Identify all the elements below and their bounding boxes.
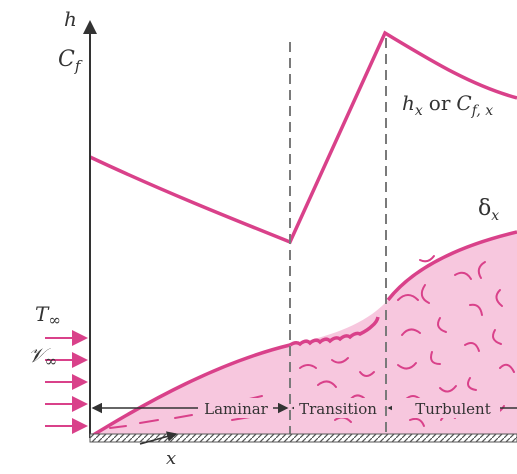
heat-transfer-coefficient-curve bbox=[89, 30, 517, 245]
turbulent-thickness-curve bbox=[386, 230, 517, 302]
boundary-layer-thickness-curve bbox=[89, 343, 291, 439]
freestream-arrows bbox=[45, 330, 88, 434]
region-label-laminar: Laminar bbox=[204, 400, 269, 418]
transition-label-bg bbox=[294, 398, 384, 418]
turbulent-label-bg bbox=[392, 398, 500, 418]
laminar-label-bg bbox=[199, 398, 272, 418]
x-direction-arrow bbox=[139, 431, 178, 445]
region-label-turbulent: Turbulent bbox=[415, 400, 490, 418]
boundary-layer-thickness-label: δx bbox=[478, 196, 499, 224]
y-axis-label-h: h bbox=[64, 7, 77, 31]
boundary-layer-fill bbox=[90, 232, 517, 437]
plate-surface bbox=[89, 433, 517, 443]
region-label-transition: Transition bbox=[299, 400, 377, 418]
transition-wavy-edge bbox=[289, 316, 380, 347]
y-axis-label-cf: Cf bbox=[58, 47, 83, 75]
x-axis-label: x bbox=[166, 448, 176, 469]
freestream-velocity-label: 𝒱∞ bbox=[28, 343, 57, 370]
freestream-temperature-label: T∞ bbox=[35, 302, 61, 329]
